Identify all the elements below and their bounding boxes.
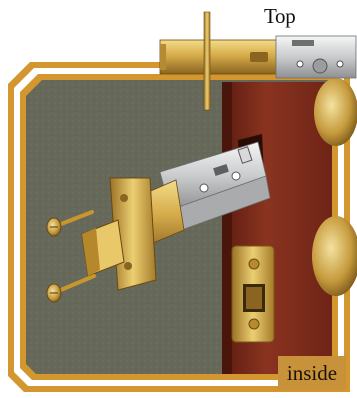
label-top: Top xyxy=(264,4,295,29)
knob-upper xyxy=(314,78,357,146)
strike-plate xyxy=(232,246,274,342)
label-inside: inside xyxy=(278,356,346,390)
